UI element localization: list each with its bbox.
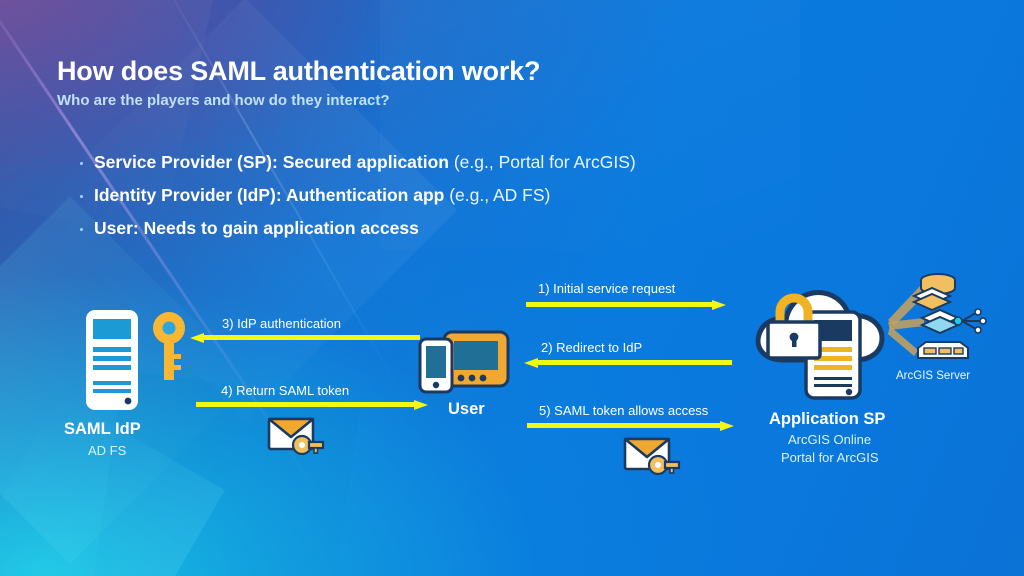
sp-detail-line2: Portal for ArcGIS — [781, 450, 879, 465]
page-title: How does SAML authentication work? — [57, 56, 541, 86]
envelope-key-icon — [267, 413, 325, 461]
bullet-bold-text: Identity Provider (IdP): Authentication … — [94, 185, 445, 205]
bullet-normal-text: (e.g., Portal for ArcGIS) — [448, 152, 636, 172]
bullet-bold-text: Service Provider (SP): Secured applicati… — [94, 152, 449, 172]
list-item: User: Needs to gain application access — [78, 218, 636, 239]
user-label: User — [448, 400, 485, 418]
envelope-key-icon — [623, 433, 681, 481]
idp-detail-label: AD FS — [88, 443, 127, 458]
arcgis-server-stack-icon — [884, 268, 992, 366]
step-4-arrow — [196, 400, 428, 410]
user-devices-icon — [418, 330, 510, 394]
step-2-arrow — [524, 358, 732, 368]
step-3-label: 3) IdP authentication — [222, 316, 342, 331]
step-5-label: 5) SAML token allows access — [539, 403, 709, 418]
step-1-label: 1) Initial service request — [538, 281, 676, 296]
step-3-arrow — [190, 333, 420, 343]
step-4-label: 4) Return SAML token — [221, 383, 350, 398]
step-1-arrow — [526, 300, 726, 310]
page-subtitle: Who are the players and how do they inte… — [57, 92, 390, 109]
step-2-label: 2) Redirect to IdP — [541, 340, 643, 355]
server-tower-icon — [84, 308, 140, 412]
sp-detail-line1: ArcGIS Online — [788, 432, 872, 447]
step-5-arrow — [527, 421, 734, 431]
list-item: Identity Provider (IdP): Authentication … — [78, 185, 636, 206]
key-icon — [152, 310, 186, 382]
sp-label: Application SP — [769, 410, 886, 428]
idp-label: SAML IdP — [64, 420, 141, 438]
list-item: Service Provider (SP): Secured applicati… — [78, 152, 636, 173]
cloud-lock-server-icon — [748, 276, 900, 402]
bullet-bold-text: User: Needs to gain application access — [94, 218, 419, 238]
bullet-list: Service Provider (SP): Secured applicati… — [78, 152, 636, 251]
arcgis-server-label: ArcGIS Server — [896, 370, 971, 382]
bullet-normal-text: (e.g., AD FS) — [444, 185, 551, 205]
